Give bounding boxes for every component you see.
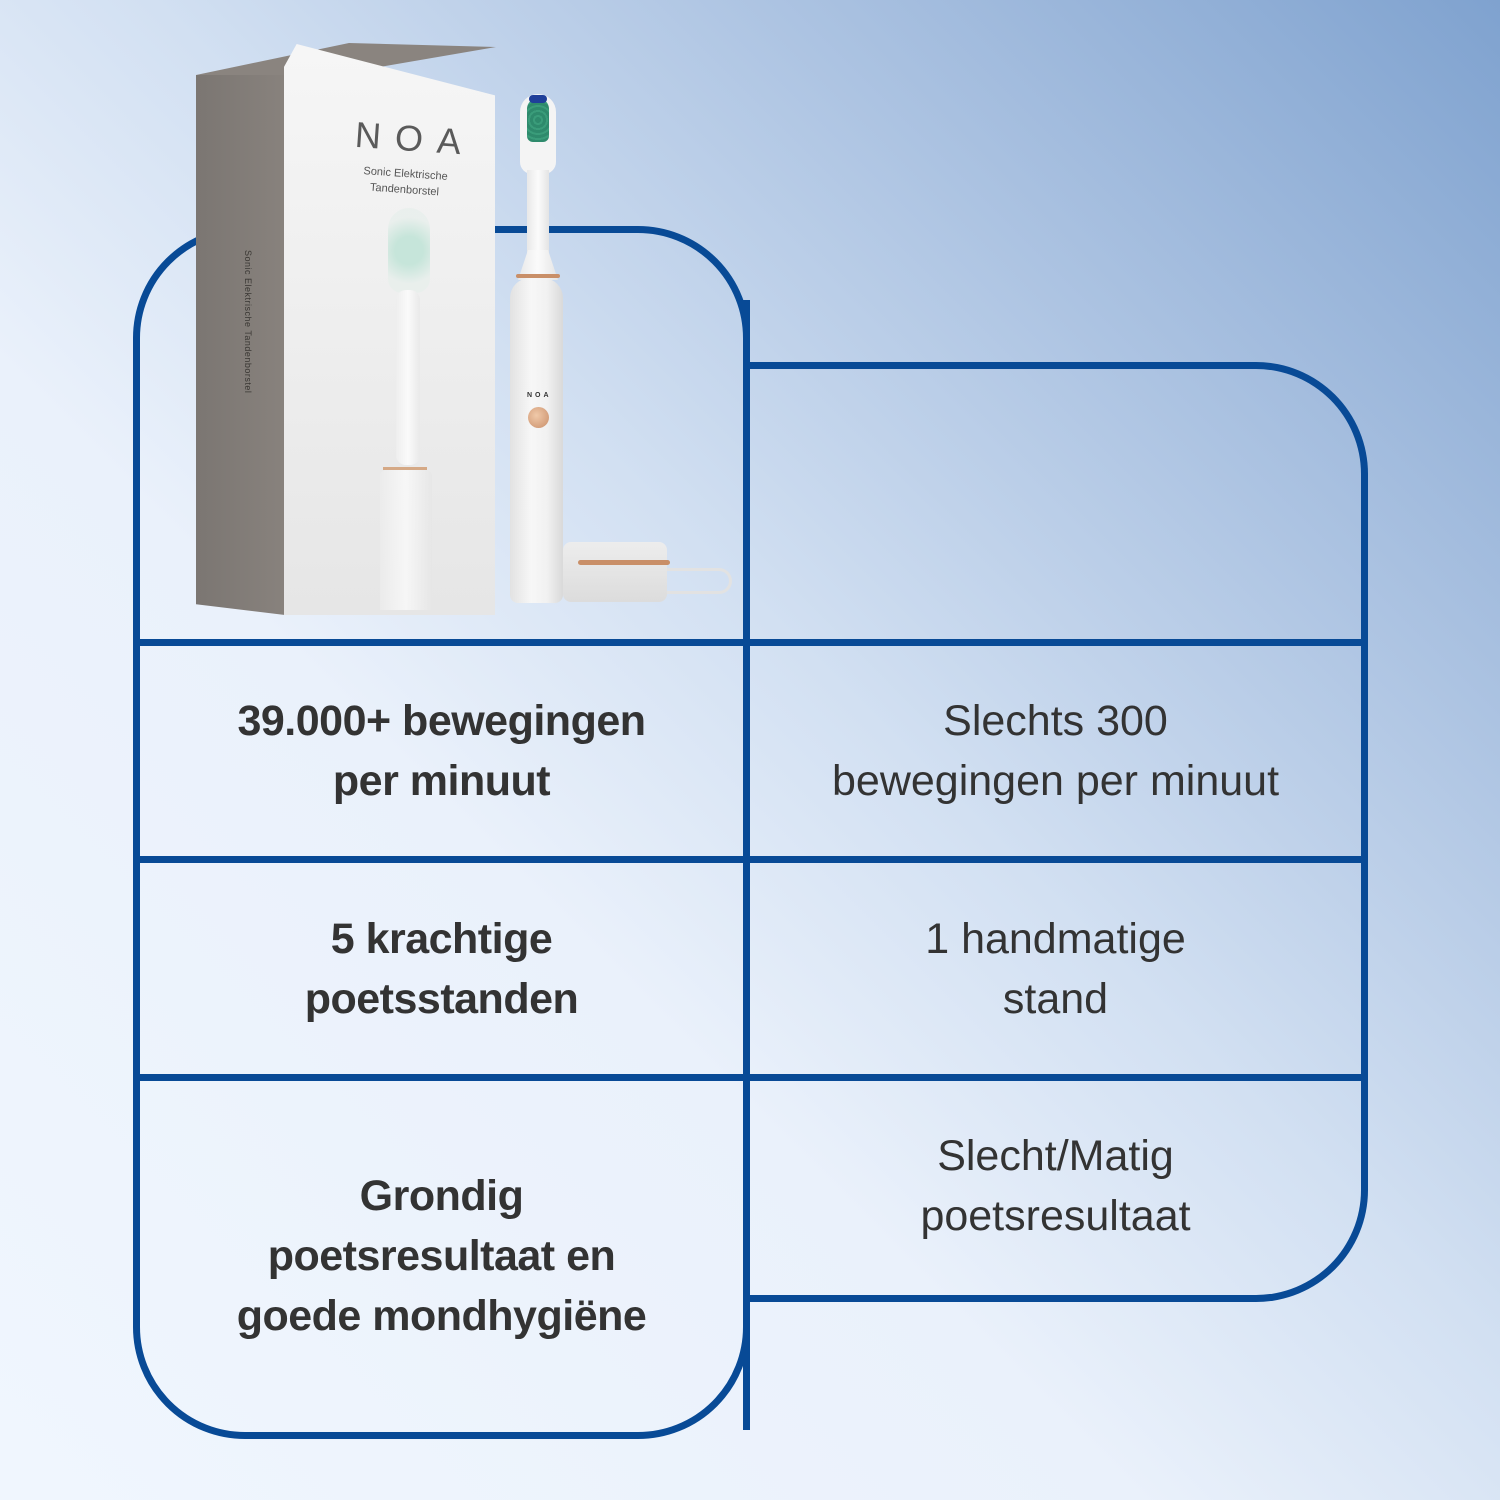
toothbrush-handle bbox=[510, 278, 563, 603]
manual-feature-result-text: Slecht/Matig poetsresultaat bbox=[920, 1132, 1191, 1240]
row-divider-2 bbox=[136, 856, 1365, 863]
toothbrush-logo: NOA bbox=[527, 392, 552, 399]
toothbrush-power-button-icon bbox=[528, 407, 549, 428]
noa-feature-result-text: Grondig poetsresultaat en goede mondhygi… bbox=[236, 1172, 647, 1340]
box-brush-illustration-head bbox=[388, 208, 430, 293]
box-subtitle: Sonic Elektrische Tandenborstel bbox=[359, 163, 451, 201]
noa-feature-modes: 5 krachtige poetsstanden bbox=[140, 863, 743, 1074]
manual-feature-modes: 1 handmatige stand bbox=[750, 863, 1361, 1074]
toothbrush-bristles-tip bbox=[529, 95, 547, 103]
column-divider bbox=[743, 300, 750, 1430]
box-subtitle-text: Sonic Elektrische Tandenborstel bbox=[363, 165, 449, 199]
box-brush-illustration-neck bbox=[396, 290, 420, 465]
toothbrush-neck bbox=[527, 170, 549, 275]
box-brand-logo: NOA bbox=[353, 113, 477, 164]
noa-feature-movements: 39.000+ bewegingen per minuut bbox=[140, 646, 743, 856]
charger-base bbox=[563, 542, 667, 602]
noa-feature-result: Grondig poetsresultaat en goede mondhygi… bbox=[140, 1081, 743, 1431]
toothbrush-ring bbox=[516, 274, 560, 278]
manual-column-frame bbox=[745, 362, 1368, 1302]
manual-feature-movements: Slechts 300 bewegingen per minuut bbox=[750, 646, 1361, 856]
manual-feature-modes-text: 1 handmatige stand bbox=[925, 914, 1186, 1023]
noa-feature-movements-text: 39.000+ bewegingen per minuut bbox=[237, 697, 646, 805]
row-divider-1 bbox=[136, 639, 1365, 646]
box-side bbox=[196, 75, 285, 615]
box-brush-illustration-body bbox=[380, 470, 432, 610]
manual-feature-result: Slecht/Matig poetsresultaat bbox=[750, 1081, 1361, 1291]
charger-ring bbox=[578, 560, 670, 565]
toothbrush-bristles-icon bbox=[527, 98, 549, 142]
box-brush-illustration-ring bbox=[383, 467, 427, 470]
noa-feature-modes-text: 5 krachtige poetsstanden bbox=[304, 914, 579, 1023]
box-spine-text: Sonic Elektrische Tandenborstel bbox=[243, 250, 253, 394]
manual-feature-movements-text: Slechts 300 bewegingen per minuut bbox=[831, 697, 1280, 805]
row-divider-3 bbox=[136, 1074, 1365, 1081]
